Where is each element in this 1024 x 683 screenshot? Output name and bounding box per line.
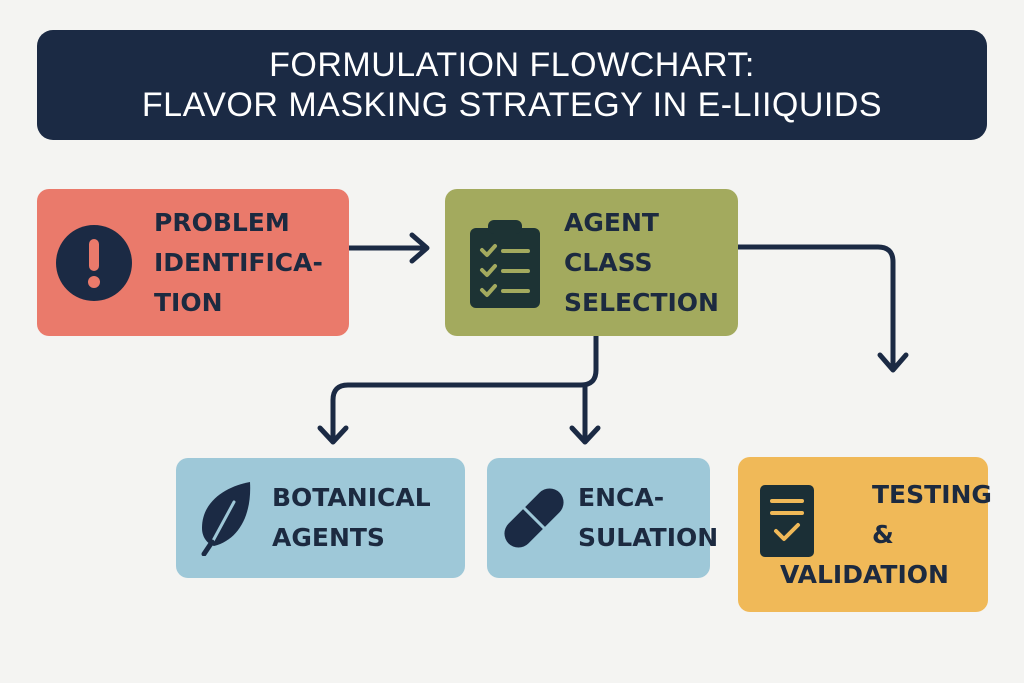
node-label: PROBLEM IDENTIFICA- TION [154, 207, 323, 317]
capsule-icon [504, 488, 564, 548]
title-banner: FORMULATION FLOWCHART: FLAVOR MASKING ST… [37, 30, 987, 140]
node-problem-identification: PROBLEM IDENTIFICA- TION [37, 189, 349, 336]
arrowhead-agent-to-botanical [317, 425, 349, 445]
node-botanical-agents: BOTANICAL AGENTS [176, 458, 465, 578]
checked-document-icon [760, 485, 814, 557]
arrowhead-agent-to-testing [877, 352, 909, 373]
node-label: ENCA- SULATION [578, 483, 719, 552]
exclamation-circle-icon [56, 224, 132, 301]
title-line-1: FORMULATION FLOWCHART: [269, 46, 755, 84]
node-label-line: VALIDATION [780, 559, 949, 589]
node-encapsulation: ENCA- SULATION [487, 458, 718, 578]
title-line-2: FLAVOR MASKING STRATEGY IN E-LIIQUIDS [141, 86, 883, 124]
arrowhead-agent-to-encapsulation [569, 425, 601, 445]
node-agent-class-selection: AGENT CLASS SELECTION [445, 189, 738, 336]
node-label: TESTING & VALIDATION [780, 475, 992, 595]
node-label: AGENT CLASS SELECTION [564, 207, 719, 317]
arrowhead-problem-to-agent [409, 232, 430, 264]
node-label-line: TESTING [872, 479, 992, 509]
node-label: BOTANICAL AGENTS [272, 483, 431, 552]
node-testing-validation: TESTING & VALIDATION [738, 457, 992, 612]
clipboard-checklist-icon [470, 219, 540, 308]
arrow-agent-trunk [330, 333, 599, 443]
node-label-line: & [872, 519, 894, 549]
arrow-agent-to-testing [735, 244, 896, 371]
leaf-icon [201, 482, 251, 556]
